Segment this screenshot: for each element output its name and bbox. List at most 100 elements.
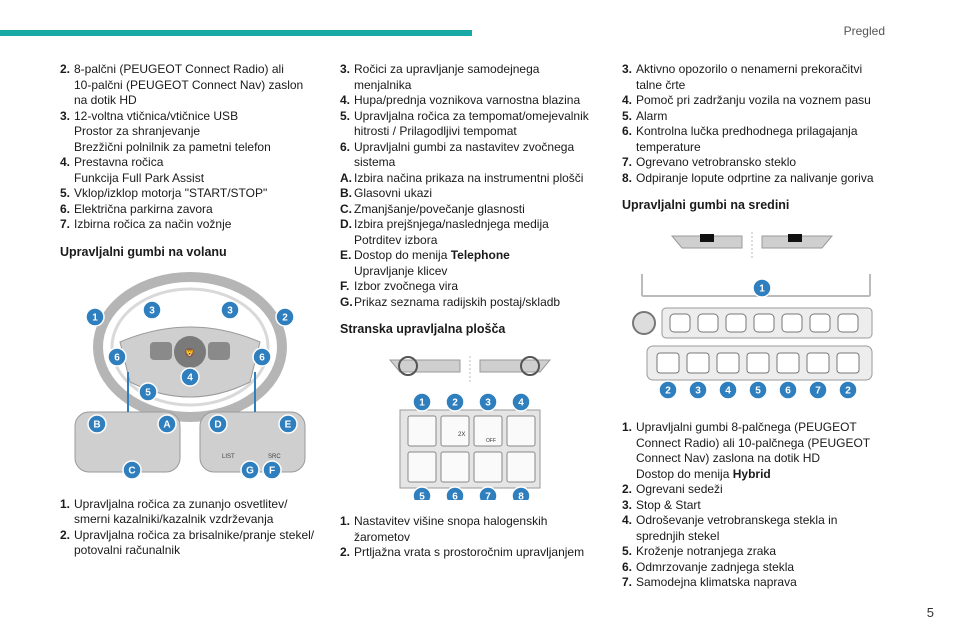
svg-text:6: 6 bbox=[452, 491, 458, 500]
callout-badge: 5 bbox=[412, 485, 432, 506]
console-button bbox=[836, 352, 860, 373]
list-item-text: Električna parkirna zavora bbox=[74, 201, 213, 216]
callout-badge: 2 bbox=[275, 307, 295, 327]
list-item-key: 6. bbox=[622, 559, 633, 574]
list-item-key: 2. bbox=[60, 62, 71, 76]
list-item: B.Glasovni ukazi bbox=[340, 186, 605, 202]
callout-badge: C bbox=[122, 460, 142, 480]
section-heading-steering: Upravljalni gumbi na volanu bbox=[60, 244, 227, 259]
svg-text:D: D bbox=[214, 420, 221, 431]
list-item: 7.Samodejna klimatska naprava bbox=[622, 575, 892, 591]
console-button bbox=[776, 352, 800, 373]
svg-text:1: 1 bbox=[759, 283, 765, 294]
callout-badge: 6 bbox=[445, 485, 465, 506]
panel-button bbox=[407, 451, 437, 482]
item-list-top: 3.Aktivno opozorilo o nenamerni prekorač… bbox=[622, 62, 892, 186]
svg-text:E: E bbox=[285, 420, 292, 431]
svg-text:5: 5 bbox=[145, 388, 151, 399]
list-item: 4.Hupa/prednja voznikova varnostna blazi… bbox=[340, 93, 605, 109]
list-item-text: Kroženje notranjega zraka bbox=[636, 544, 777, 558]
list-item-text: Zmanjšanje/povečanje glasnosti bbox=[354, 201, 525, 216]
list-item-key: G. bbox=[340, 294, 353, 309]
section-heading-side-panel: Stranska upravljalna plošča bbox=[340, 322, 506, 336]
callout-badge: 4 bbox=[180, 367, 200, 387]
list-item-text: Upravljalna ročica za tempomat/omejevaln… bbox=[354, 108, 589, 139]
callout-badge: 2 bbox=[838, 379, 858, 400]
console-button bbox=[781, 313, 803, 332]
console-button bbox=[697, 313, 719, 332]
callout-badge: 3 bbox=[478, 391, 498, 412]
callout-badge: 4 bbox=[511, 391, 531, 412]
list-item: 5.Upravljalna ročica za tempomat/omejeva… bbox=[340, 109, 605, 140]
list-item-text: Pomoč pri zadržanju vozila na voznem pas… bbox=[636, 93, 871, 107]
list-item-key: B. bbox=[340, 186, 352, 200]
svg-text:7: 7 bbox=[485, 491, 491, 500]
list-item-key: 3. bbox=[622, 497, 633, 512]
list-item-key: E. bbox=[340, 248, 352, 262]
list-item: F.Izbor zvočnega vira bbox=[340, 279, 605, 295]
panel-button bbox=[440, 415, 470, 446]
list-item-key: 3. bbox=[340, 62, 351, 76]
console-button bbox=[753, 313, 775, 332]
list-item-text: Prikaz seznama radijskih postaj/skladb bbox=[354, 294, 561, 309]
column-3: 3. Aktivno opozorilo o nenamerni prekorač… bbox=[622, 62, 892, 591]
console-button bbox=[837, 313, 859, 332]
list-item-key: F. bbox=[340, 279, 350, 293]
list-item-text: Aktivno opozorilo o nenamerni prekoračit… bbox=[636, 62, 863, 92]
list-item-text: Hupa/prednja voznikova varnostna blazina bbox=[354, 93, 581, 107]
callout-badge: 3 bbox=[688, 379, 708, 400]
svg-text:3: 3 bbox=[227, 306, 233, 317]
svg-text:2: 2 bbox=[845, 385, 851, 396]
callout-badge: 6 bbox=[252, 347, 272, 367]
panel-button bbox=[473, 451, 503, 482]
list-item-key: 4. bbox=[60, 155, 71, 169]
list-item-key: 2. bbox=[622, 482, 633, 496]
list-item-text: Izbirna ročica za način vožnje bbox=[74, 217, 232, 231]
svg-text:2X: 2X bbox=[458, 432, 465, 438]
svg-text:3: 3 bbox=[485, 397, 491, 408]
list-item-key: 1. bbox=[60, 496, 71, 511]
item-list-bottom: 1.Upravljalna ročica za zunanjo osvetlit… bbox=[60, 497, 325, 559]
list-item-key: 5. bbox=[60, 186, 71, 200]
list-item: 8.Odpiranje lopute odprtine za nalivanje… bbox=[622, 171, 892, 187]
console-button bbox=[746, 352, 770, 373]
list-item-key: 5. bbox=[622, 544, 633, 558]
list-item-text: Samodejna klimatska naprava bbox=[636, 575, 797, 589]
list-item-text: Upravljalna ročica za zunanjo osvetlitev… bbox=[74, 496, 288, 527]
svg-text:6: 6 bbox=[259, 353, 265, 364]
svg-text:1: 1 bbox=[419, 397, 425, 408]
callout-badge: 8 bbox=[511, 485, 531, 506]
console-button bbox=[669, 313, 691, 332]
callout-badge: 3 bbox=[220, 300, 240, 320]
svg-text:7: 7 bbox=[815, 385, 821, 396]
callout-badge: B bbox=[87, 414, 107, 434]
svg-text:LIST: LIST bbox=[222, 454, 235, 460]
list-item-text: Glasovni ukazi bbox=[354, 186, 433, 200]
callout-badge: 7 bbox=[808, 379, 828, 400]
list-item-text: Ogrevano vetrobransko steklo bbox=[636, 155, 797, 169]
list-item: A.Izbira načina prikaza na instrumentni … bbox=[340, 171, 605, 187]
list-item-key: 8. bbox=[622, 170, 633, 185]
svg-text:2: 2 bbox=[665, 385, 671, 396]
svg-text:3: 3 bbox=[149, 306, 155, 317]
list-item-text: Upravljalna ročica za brisalnike/pranje … bbox=[74, 527, 315, 558]
header-title: Pregled bbox=[843, 24, 885, 38]
svg-text:OFF: OFF bbox=[486, 438, 496, 444]
callout-badge: D bbox=[208, 414, 228, 434]
console-button bbox=[656, 352, 680, 373]
callout-badge: E bbox=[278, 414, 298, 434]
callout-badge: 2 bbox=[658, 379, 678, 400]
panel-button bbox=[440, 451, 470, 482]
callout-badge: 1 bbox=[752, 277, 772, 298]
